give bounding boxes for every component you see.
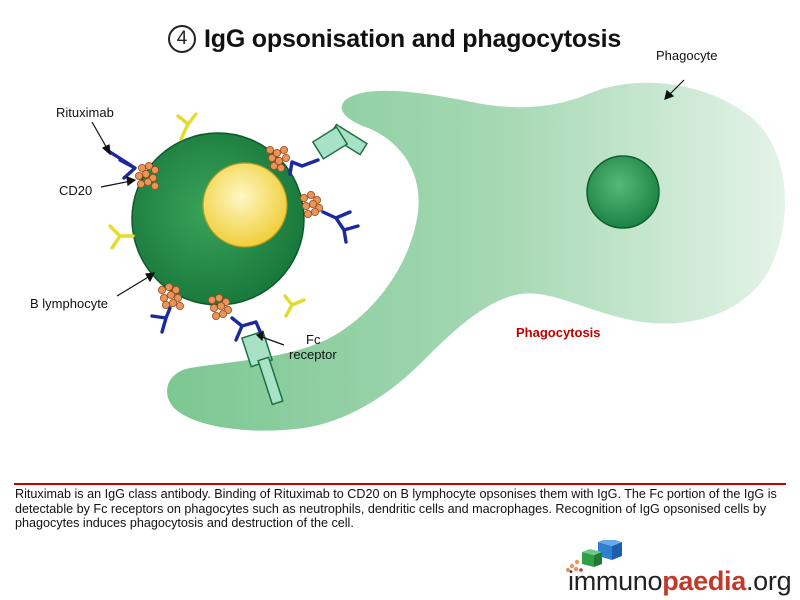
rituximab-antibody — [321, 210, 360, 244]
logo-text: immunopaedia.org — [568, 566, 792, 597]
rituximab-antibody — [108, 150, 137, 180]
immunopaedia-logo: immunopaedia.org — [562, 540, 792, 598]
label-cd20: CD20 — [59, 183, 93, 198]
rituximab-antibody — [288, 158, 320, 176]
logo-part-paedia: paedia — [662, 566, 746, 596]
label-b-lymphocyte: B lymphocyte — [30, 296, 109, 311]
yellow-antibody — [108, 224, 135, 250]
caption-divider — [14, 483, 786, 485]
cd20-cluster — [265, 145, 290, 172]
step-number-badge: 4 — [168, 25, 196, 53]
label-phagocytosis: Phagocytosis — [516, 325, 601, 340]
cd20-cluster — [157, 282, 184, 310]
phagocyte-nucleus — [586, 155, 660, 229]
rituximab-antibody — [230, 316, 264, 342]
logo-part-immuno: immuno — [568, 566, 663, 596]
fc-receptor-upper — [311, 123, 369, 160]
yellow-antibody — [176, 112, 198, 141]
rituximab-antibody — [150, 306, 172, 334]
pointer-arrows — [91, 79, 685, 346]
yellow-antibody — [283, 294, 306, 318]
diagram-title: 4 IgG opsonisation and phagocytosis — [168, 22, 621, 56]
fc-receptor-lower — [240, 330, 284, 406]
logo-part-org: .org — [745, 566, 792, 596]
cd20-cluster — [207, 293, 232, 320]
title-text: IgG opsonisation and phagocytosis — [204, 24, 622, 53]
label-fc-receptor-line2: receptor — [289, 347, 337, 362]
label-rituximab: Rituximab — [56, 105, 114, 120]
caption-text: Rituximab is an IgG class antibody. Bind… — [15, 487, 777, 531]
label-fc-receptor-line1: Fc — [306, 332, 321, 347]
cd20-cluster — [299, 190, 323, 218]
label-phagocyte: Phagocyte — [656, 48, 718, 63]
b-lymphocyte-nucleus — [202, 162, 288, 248]
logo-cubes-icon — [565, 540, 622, 573]
cd20-cluster — [134, 161, 159, 190]
